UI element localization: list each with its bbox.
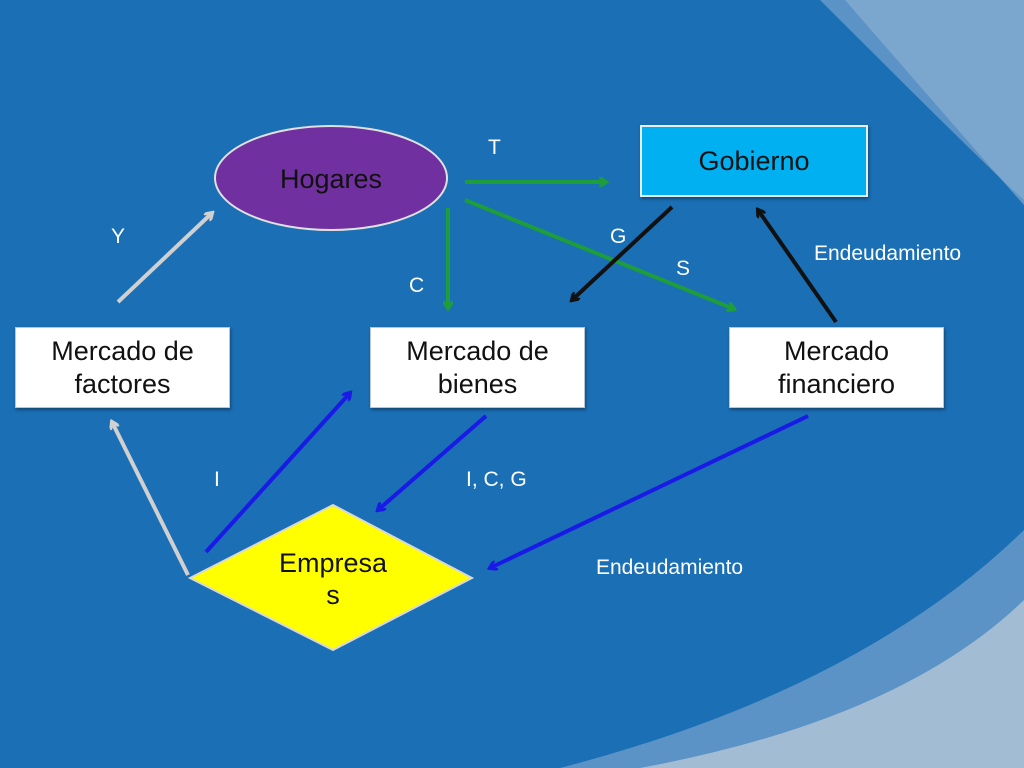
node-mercado-bienes-line1: Mercado de	[406, 335, 549, 366]
node-mercado-factores-line2: factores	[74, 368, 171, 399]
label-endeudamiento-gobierno: Endeudamiento	[814, 242, 962, 265]
label-c: C	[409, 274, 425, 297]
node-mercado-financiero-line1: Mercado	[783, 335, 890, 366]
node-empresas-label-1: Empresa	[279, 548, 388, 578]
label-y: Y	[111, 225, 126, 248]
arrow-empresas-to-bienes	[204, 393, 350, 554]
node-gobierno-label: Gobierno	[698, 145, 810, 176]
label-endeudamiento-empresas: Endeudamiento	[596, 556, 744, 579]
node-mercado-financiero: Mercado financiero	[729, 327, 944, 408]
arrow-financiero-to-gobierno	[758, 210, 838, 324]
label-g: G	[610, 225, 627, 248]
label-icg: I, C, G	[466, 468, 527, 491]
node-hogares: Hogares	[214, 125, 448, 231]
node-mercado-factores: Mercado de factores	[15, 327, 230, 408]
node-empresas: Empresa s	[187, 503, 475, 652]
node-mercado-bienes-line2: bienes	[437, 368, 518, 399]
label-t: T	[488, 136, 501, 159]
node-empresas-label-2: s	[326, 580, 340, 610]
node-hogares-label: Hogares	[280, 164, 382, 194]
arrow-factores-to-hogares	[116, 213, 212, 304]
node-gobierno: Gobierno	[640, 125, 868, 197]
node-mercado-financiero-line2: financiero	[777, 368, 896, 399]
arrow-gobierno-to-bienes	[572, 205, 674, 300]
arrow-bienes-to-empresas	[378, 414, 488, 510]
label-i: I	[214, 468, 220, 491]
arrow-financiero-to-empresas	[490, 414, 809, 568]
label-s: S	[676, 257, 691, 280]
arrow-hogares-to-financiero	[464, 198, 734, 309]
node-mercado-factores-line1: Mercado de	[51, 335, 194, 366]
arrow-empresas-to-factores	[112, 422, 190, 576]
node-mercado-bienes: Mercado de bienes	[370, 327, 585, 408]
